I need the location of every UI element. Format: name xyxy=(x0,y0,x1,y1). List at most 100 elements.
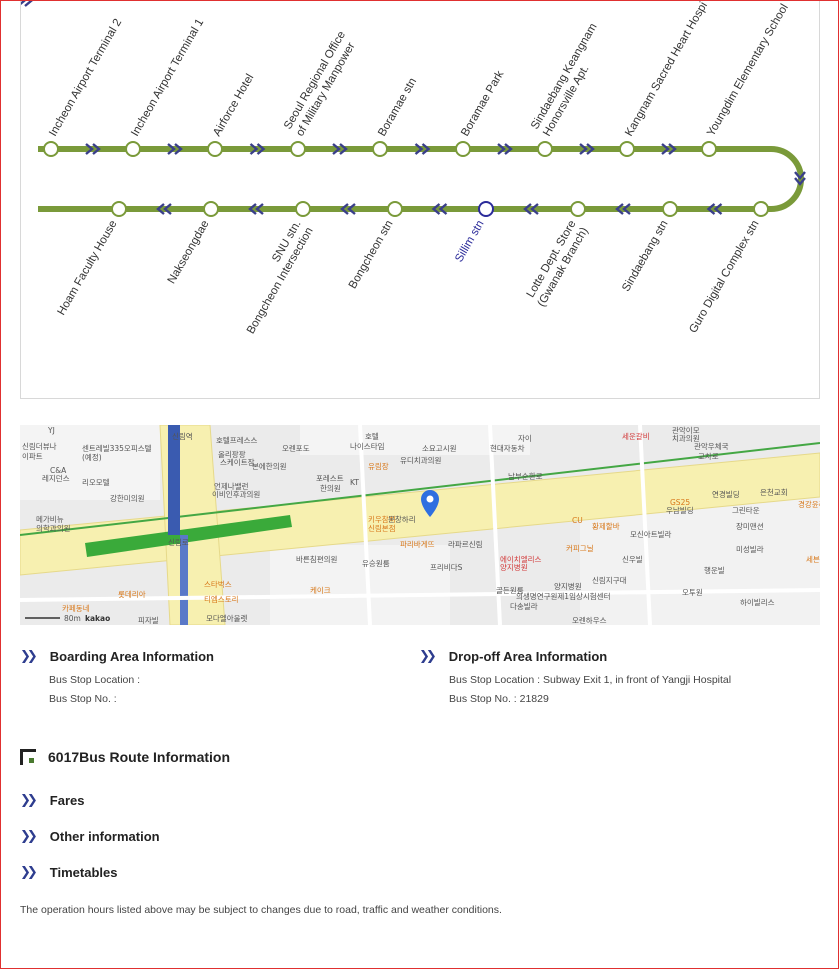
direction-arrow-icon xyxy=(340,203,356,215)
direction-arrow-icon xyxy=(156,203,172,215)
map-place-label: 파리바게뜨 xyxy=(400,539,435,549)
bus-stop-marker[interactable] xyxy=(387,201,403,217)
map-place-label: 소요고시원 xyxy=(422,444,457,453)
bus-stop-marker[interactable] xyxy=(537,141,553,157)
fares-link[interactable]: ❯❯ Fares xyxy=(20,793,85,808)
map-place-label: 양지병원 xyxy=(554,582,582,591)
map-place-label: 올리팡팡 xyxy=(218,449,246,459)
map-place-label: 의생명연구원제1임상시험센터 xyxy=(516,591,610,601)
bus-stop-marker[interactable] xyxy=(111,201,127,217)
bus-stop-label[interactable]: SNU stn.Bongcheon Intersection xyxy=(233,219,316,337)
map-place-label: 다송빌라 xyxy=(510,602,538,611)
map-place-label: 카페동네 xyxy=(62,603,90,613)
map-place-label: 세운갈비 xyxy=(622,432,650,441)
bus-stop-marker[interactable] xyxy=(701,141,717,157)
map-brand-label: kakao xyxy=(85,614,110,623)
map-place-label: 유승원룸 xyxy=(362,559,390,568)
bus-stop-marker[interactable] xyxy=(43,141,59,157)
map-place-label: 리오모텔 xyxy=(82,478,110,487)
location-pin-icon[interactable] xyxy=(421,490,439,517)
bus-stop-marker[interactable] xyxy=(207,141,223,157)
bus-stop-marker[interactable] xyxy=(455,141,471,157)
map-place-label: 케이크 xyxy=(310,585,331,595)
bus-stop-label[interactable]: Airforce Hotel xyxy=(211,72,256,138)
bus-stop-marker[interactable] xyxy=(662,201,678,217)
map-place-label: 유디치과의원 xyxy=(400,455,441,465)
bus-stop-label[interactable]: Sillim stn xyxy=(453,219,486,265)
bus-stop-marker[interactable] xyxy=(372,141,388,157)
map-place-label: 남부순환로 xyxy=(508,471,543,481)
direction-arrow-icon xyxy=(167,143,183,155)
double-chevron-icon: ❯❯ xyxy=(20,829,38,844)
bus-stop-label[interactable]: Seoul Regional Officeof Military Manpowe… xyxy=(282,29,360,138)
map-place-label: 메가비뉴 xyxy=(36,515,64,524)
map-place-label: 레지던스 xyxy=(42,473,70,483)
bus-stop-marker[interactable] xyxy=(619,141,635,157)
direction-arrow-icon xyxy=(431,203,448,215)
map-place-label: 호텔프레스스 xyxy=(216,436,257,445)
bus-stop-label[interactable]: Boramae Park xyxy=(459,69,506,139)
map-place-label: 그린타운 xyxy=(732,505,760,515)
map-place-label: C&A xyxy=(50,466,67,475)
map-place-label: 신림지구대 xyxy=(592,576,627,585)
double-chevron-icon: ❯❯ xyxy=(20,649,38,664)
bus-stop-label[interactable]: Incheon Airport Terminal 2 xyxy=(47,17,124,139)
map-place-label: 모다엘아울렛 xyxy=(206,613,247,623)
bus-stop-marker[interactable] xyxy=(478,201,494,217)
bus-stop-label[interactable]: Kangnam Sacred Heart Hospi xyxy=(623,1,710,138)
timetables-label: Timetables xyxy=(49,865,118,880)
bus-stop-label[interactable]: Boramae stn xyxy=(376,76,419,138)
bus-stop-label[interactable]: Youngdim Elementary School xyxy=(705,2,791,138)
map-place-label: 이파트 xyxy=(22,451,43,461)
fares-label: Fares xyxy=(49,793,85,808)
bus-stop-marker[interactable] xyxy=(125,141,141,157)
direction-arrow-icon xyxy=(523,203,539,215)
timetables-link[interactable]: ❯❯ Timetables xyxy=(20,865,117,880)
bus-stop-marker[interactable] xyxy=(753,201,769,217)
map-place-label: CU xyxy=(572,516,583,525)
direction-arrow-icon xyxy=(332,143,348,155)
bus-stop-label[interactable]: Sindaebang KeangnamHonorsville Apt. xyxy=(529,21,612,138)
map-place-label: 한의원 xyxy=(320,483,341,493)
map-place-label: 바른침편의원 xyxy=(296,554,337,564)
map-scale-label: 80m xyxy=(64,614,81,623)
double-chevron-icon: ❯❯ xyxy=(20,865,38,880)
bus-stop-label[interactable]: Sindaebang stn xyxy=(620,219,670,294)
direction-arrow-icon xyxy=(85,143,101,155)
other-information-link[interactable]: ❯❯ Other information xyxy=(20,829,160,844)
bus-stop-label[interactable]: Bongcheon stn xyxy=(347,219,396,291)
bus-stop-label[interactable]: Incheon Airport Terminal 1 xyxy=(129,17,206,139)
bus-stop-marker[interactable] xyxy=(203,201,219,217)
direction-arrow-icon xyxy=(706,203,723,215)
bus-stop-label[interactable]: Hoam Faculty House xyxy=(56,219,120,318)
map-place-label: 티엠스토리 xyxy=(204,595,239,604)
map-place-label: 세븐일레븐 xyxy=(806,555,820,564)
map-place-label: 본에한의원 xyxy=(252,461,287,471)
bus-stop-marker[interactable] xyxy=(295,201,311,217)
map-place-label: 프리비다S xyxy=(430,563,463,572)
map-place-label: 문창하리 xyxy=(388,514,416,524)
map-place-label: 신림더뷰나 xyxy=(22,442,57,451)
map-place-label: 키우참치 xyxy=(368,514,396,524)
map-place-label: 센트레빌335오피스텔 xyxy=(82,443,152,453)
map-place-label: 의학과의원 xyxy=(36,523,71,533)
map-place-label: 신림역 xyxy=(172,431,193,441)
boarding-area-title: Boarding Area Information xyxy=(49,649,214,664)
turn-arrow-icon xyxy=(794,171,806,186)
map-place-label: KT xyxy=(350,478,359,487)
bus-stop-label[interactable]: Guro Digital Complex stn xyxy=(687,219,761,336)
map-place-label: 강한미의원 xyxy=(110,493,145,503)
map-place-label: YJ xyxy=(47,426,55,435)
bus-stop-marker[interactable] xyxy=(290,141,306,157)
map-place-label: 신우빌 xyxy=(622,555,643,564)
bus-stop-label[interactable]: Lotte Dept. Store(Gwanak Branch) xyxy=(523,218,591,309)
direction-arrow-icon xyxy=(497,143,513,155)
direction-arrow-icon xyxy=(414,143,431,155)
route-info-title: 6017Bus Route Information xyxy=(48,749,231,765)
bus-stop-marker[interactable] xyxy=(570,201,586,217)
map-place-label: 오투원 xyxy=(682,588,703,597)
bus-stop-label[interactable]: Nakseongdae xyxy=(166,219,212,286)
